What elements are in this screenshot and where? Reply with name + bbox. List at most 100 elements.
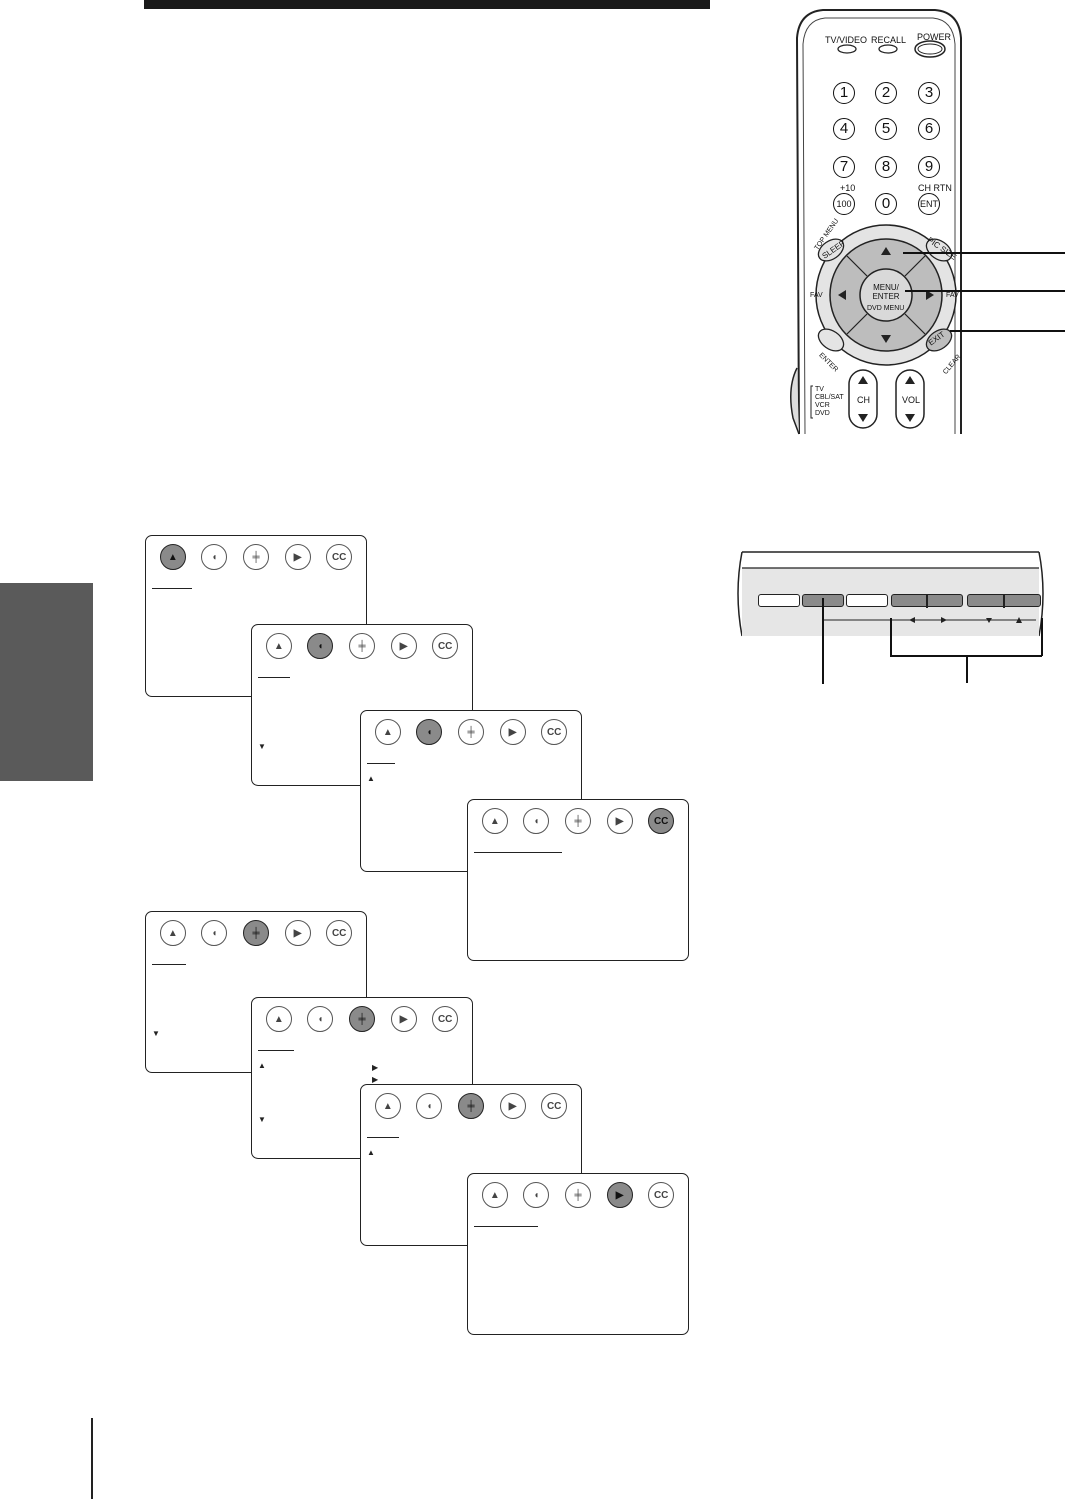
digit-4-button[interactable]: 4 bbox=[833, 118, 855, 140]
preference-icon[interactable]: ▶ bbox=[499, 719, 526, 745]
setup-icon[interactable]: ╪ bbox=[348, 1006, 375, 1032]
callout-bracket-right bbox=[1041, 618, 1043, 656]
vol-label: VOL bbox=[902, 395, 921, 405]
menu-screen-preference: ▲ ◖ ╪ ▶ CC bbox=[467, 1173, 689, 1335]
digit-0-button[interactable]: 0 bbox=[875, 193, 897, 215]
scroll-up-arrow-icon: ▲ bbox=[367, 774, 375, 783]
mode-tv-label: TV bbox=[815, 386, 824, 393]
audio-icon[interactable]: ◖ bbox=[416, 1093, 443, 1119]
setup-icon[interactable]: ╪ bbox=[242, 920, 269, 946]
ent-button[interactable]: ENT bbox=[918, 193, 940, 215]
setup-icon[interactable]: ╪ bbox=[457, 1093, 484, 1119]
panel-button-divider bbox=[1003, 594, 1005, 608]
digit-3-button[interactable]: 3 bbox=[918, 82, 940, 104]
audio-icon[interactable]: ◖ bbox=[416, 719, 443, 745]
top-header-bar bbox=[144, 0, 710, 9]
setup-icon[interactable]: ╪ bbox=[348, 633, 375, 659]
scroll-right-arrow-icon: ▶ bbox=[372, 1075, 379, 1084]
ch-label: CH bbox=[857, 395, 870, 405]
callout-arrow-buttons bbox=[903, 252, 1065, 254]
menu-enter-button[interactable]: MENU/ ENTER bbox=[872, 283, 900, 301]
digit-6-button[interactable]: 6 bbox=[918, 118, 940, 140]
closed-caption-icon[interactable]: CC bbox=[326, 920, 353, 946]
plus10-label: +10 bbox=[840, 183, 856, 193]
menu-title-underline bbox=[367, 763, 395, 765]
digit-7-button[interactable]: 7 bbox=[833, 156, 855, 178]
panel-button-divider bbox=[926, 594, 928, 608]
footer-divider bbox=[91, 1418, 93, 1499]
picture-icon[interactable]: ▲ bbox=[159, 544, 186, 570]
preference-icon[interactable]: ▶ bbox=[284, 544, 311, 570]
audio-icon[interactable]: ◖ bbox=[307, 633, 334, 659]
callout-panel-menu bbox=[822, 598, 824, 684]
scroll-down-arrow-icon: ▼ bbox=[152, 1029, 160, 1038]
digit-5-button[interactable]: 5 bbox=[875, 118, 897, 140]
closed-caption-icon[interactable]: CC bbox=[541, 1093, 568, 1119]
panel-button-1[interactable] bbox=[758, 594, 800, 607]
scroll-up-arrow-icon: ▲ bbox=[258, 1061, 266, 1070]
menu-screen-closed-caption: ▲ ◖ ╪ ▶ CC bbox=[467, 799, 689, 961]
remote-outline bbox=[790, 9, 962, 435]
menu-title-underline bbox=[152, 964, 186, 966]
remote-control: TV/VIDEO RECALL POWER 1 2 3 4 5 6 7 8 9 … bbox=[783, 8, 983, 436]
digit-100-button[interactable]: 100 bbox=[833, 193, 855, 215]
digit-9-button[interactable]: 9 bbox=[918, 156, 940, 178]
menu-icon-row: ▲ ◖ ╪ ▶ CC bbox=[258, 633, 466, 661]
menu-title-underline bbox=[258, 677, 290, 679]
menu-title-underline bbox=[258, 1050, 294, 1052]
audio-icon[interactable]: ◖ bbox=[523, 808, 550, 834]
closed-caption-icon[interactable]: CC bbox=[648, 1182, 675, 1208]
picture-icon[interactable]: ▲ bbox=[265, 633, 292, 659]
dvd-menu-label: DVD MENU bbox=[867, 305, 905, 312]
callout-menu-button bbox=[905, 290, 1065, 292]
preference-icon[interactable]: ▶ bbox=[606, 808, 633, 834]
picture-icon[interactable]: ▲ bbox=[481, 1182, 508, 1208]
menu-icon-row: ▲ ◖ ╪ ▶ CC bbox=[258, 1006, 466, 1034]
audio-icon[interactable]: ◖ bbox=[523, 1182, 550, 1208]
picture-icon[interactable]: ▲ bbox=[374, 719, 401, 745]
menu-icon-row: ▲ ◖ ╪ ▶ CC bbox=[474, 808, 682, 836]
tv-video-label: TV/VIDEO bbox=[825, 35, 868, 45]
setup-icon[interactable]: ╪ bbox=[564, 808, 591, 834]
preference-icon[interactable]: ▶ bbox=[499, 1093, 526, 1119]
preference-icon[interactable]: ▶ bbox=[390, 1006, 417, 1032]
menu-title-underline bbox=[152, 588, 192, 590]
panel-button-3[interactable] bbox=[846, 594, 888, 607]
preference-icon[interactable]: ▶ bbox=[390, 633, 417, 659]
audio-icon[interactable]: ◖ bbox=[307, 1006, 334, 1032]
scroll-down-arrow-icon: ▼ bbox=[258, 742, 266, 751]
menu-icon-row: ▲ ◖ ╪ ▶ CC bbox=[152, 544, 360, 572]
setup-icon[interactable]: ╪ bbox=[457, 719, 484, 745]
preference-icon[interactable]: ▶ bbox=[284, 920, 311, 946]
picture-icon[interactable]: ▲ bbox=[374, 1093, 401, 1119]
menu-icon-row: ▲ ◖ ╪ ▶ CC bbox=[474, 1182, 682, 1210]
closed-caption-icon[interactable]: CC bbox=[648, 808, 675, 834]
closed-caption-icon[interactable]: CC bbox=[541, 719, 568, 745]
scroll-down-arrow-icon: ▼ bbox=[258, 1115, 266, 1124]
digit-8-button[interactable]: 8 bbox=[875, 156, 897, 178]
recall-label: RECALL bbox=[871, 35, 907, 45]
chapter-side-tab bbox=[0, 583, 93, 781]
audio-icon[interactable]: ◖ bbox=[201, 544, 228, 570]
callout-bracket-left bbox=[890, 618, 892, 656]
digit-1-button[interactable]: 1 bbox=[833, 82, 855, 104]
closed-caption-icon[interactable]: CC bbox=[432, 633, 459, 659]
setup-icon[interactable]: ╪ bbox=[564, 1182, 591, 1208]
preference-icon[interactable]: ▶ bbox=[606, 1182, 633, 1208]
picture-icon[interactable]: ▲ bbox=[265, 1006, 292, 1032]
scroll-up-arrow-icon: ▲ bbox=[367, 1148, 375, 1157]
menu-title-underline bbox=[367, 1137, 399, 1139]
scroll-right-arrow-icon: ▶ bbox=[372, 1063, 379, 1072]
digit-2-button[interactable]: 2 bbox=[875, 82, 897, 104]
mode-dvd-label: DVD bbox=[815, 410, 830, 417]
picture-icon[interactable]: ▲ bbox=[481, 808, 508, 834]
closed-caption-icon[interactable]: CC bbox=[432, 1006, 459, 1032]
mode-cbl-sat-label: CBL/SAT bbox=[815, 394, 844, 401]
mode-vcr-label: VCR bbox=[815, 402, 830, 409]
setup-icon[interactable]: ╪ bbox=[242, 544, 269, 570]
picture-icon[interactable]: ▲ bbox=[159, 920, 186, 946]
audio-icon[interactable]: ◖ bbox=[201, 920, 228, 946]
closed-caption-icon[interactable]: CC bbox=[326, 544, 353, 570]
chrtn-label: CH RTN bbox=[918, 183, 952, 193]
fav-up-label: FAV bbox=[946, 292, 959, 299]
